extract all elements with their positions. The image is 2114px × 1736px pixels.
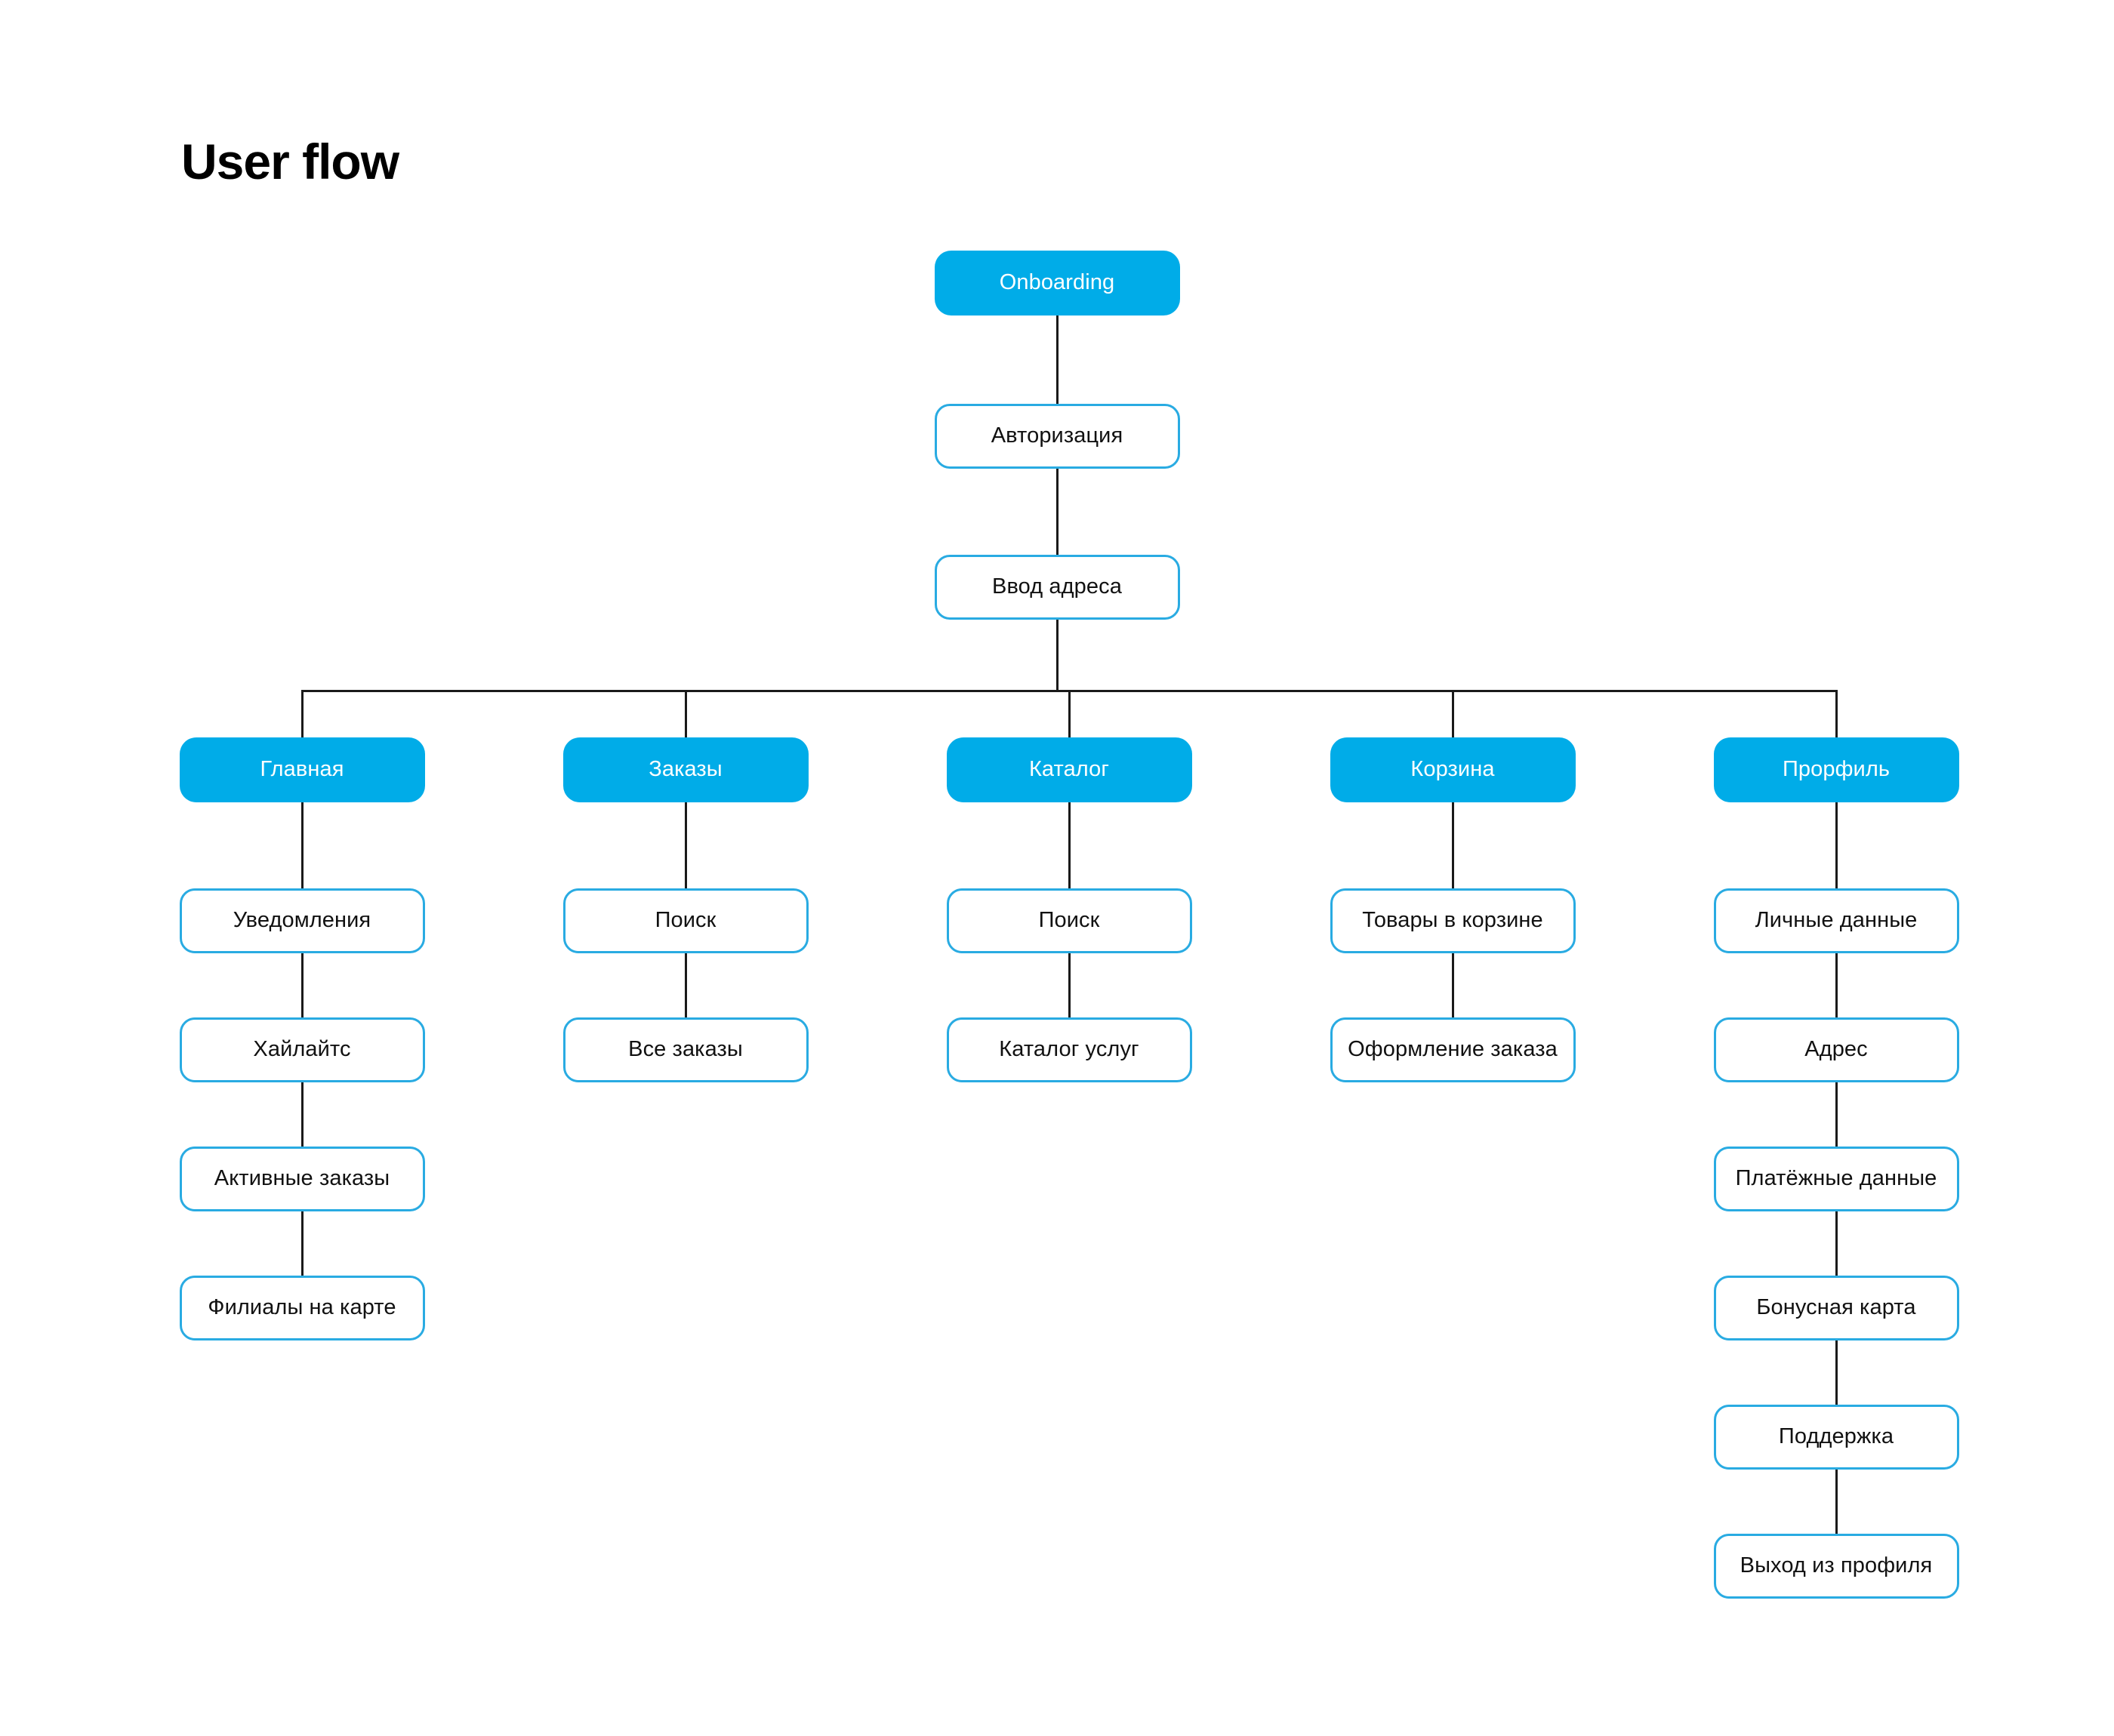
node-profile-item-2[interactable]: Платёжные данные xyxy=(1713,1147,1959,1211)
node-main-item-0-label: Уведомления xyxy=(233,908,371,933)
connector-profile-0 xyxy=(1835,802,1838,888)
connector-bus-to-profile xyxy=(1835,691,1838,737)
node-profile-item-2-label: Платёжные данные xyxy=(1735,1166,1937,1191)
node-profile-item-3[interactable]: Бонусная карта xyxy=(1713,1276,1959,1340)
node-orders-item-0[interactable]: Поиск xyxy=(562,888,809,953)
node-orders-item-1-label: Все заказы xyxy=(628,1037,743,1062)
connector-bus-to-catalog xyxy=(1068,691,1071,737)
node-cart-item-1-label: Оформление заказа xyxy=(1348,1037,1558,1062)
connector-catalog-0 xyxy=(1068,802,1071,888)
connector-profile-5 xyxy=(1835,1470,1838,1534)
node-profile-item-5-label: Выход из профиля xyxy=(1740,1553,1933,1578)
node-profile-item-5[interactable]: Выход из профиля xyxy=(1713,1534,1959,1599)
page-title: User flow xyxy=(181,134,399,189)
node-catalog-item-0[interactable]: Поиск xyxy=(946,888,1192,953)
node-cart[interactable]: Корзина xyxy=(1330,737,1576,802)
node-profile-item-1[interactable]: Адрес xyxy=(1713,1017,1959,1082)
node-main-item-1[interactable]: Хайлайтс xyxy=(179,1017,425,1082)
node-onboarding[interactable]: Onboarding xyxy=(934,251,1180,315)
node-orders-item-1[interactable]: Все заказы xyxy=(562,1017,809,1082)
connector-main-2 xyxy=(300,1082,304,1147)
node-catalog-item-1[interactable]: Каталог услуг xyxy=(946,1017,1192,1082)
node-main-item-0[interactable]: Уведомления xyxy=(179,888,425,953)
connector-main-3 xyxy=(300,1211,304,1276)
node-main-item-2-label: Активные заказы xyxy=(214,1166,390,1191)
connector-orders-0 xyxy=(684,802,687,888)
node-profile-item-0-label: Личные данные xyxy=(1755,908,1918,933)
connector-orders-1 xyxy=(684,953,687,1017)
node-profile-item-0[interactable]: Личные данные xyxy=(1713,888,1959,953)
node-cart-label: Корзина xyxy=(1410,757,1495,782)
node-main-label: Главная xyxy=(260,757,344,782)
node-catalog-item-0-label: Поиск xyxy=(1038,908,1100,933)
connector-main-0 xyxy=(300,802,304,888)
node-catalog-item-1-label: Каталог услуг xyxy=(999,1037,1139,1062)
node-cart-item-0[interactable]: Товары в корзине xyxy=(1330,888,1576,953)
node-address-label: Ввод адреса xyxy=(992,574,1122,599)
node-onboarding-label: Onboarding xyxy=(999,270,1115,295)
connector-profile-4 xyxy=(1835,1340,1838,1405)
connector-catalog-1 xyxy=(1068,953,1071,1017)
node-orders-item-0-label: Поиск xyxy=(655,908,716,933)
connector-root-2 xyxy=(1055,469,1059,555)
node-main-item-2[interactable]: Активные заказы xyxy=(179,1147,425,1211)
connector-profile-3 xyxy=(1835,1211,1838,1276)
node-auth-label: Авторизация xyxy=(991,423,1123,448)
node-main[interactable]: Главная xyxy=(179,737,425,802)
node-main-item-3[interactable]: Филиалы на карте xyxy=(179,1276,425,1340)
node-profile-item-4[interactable]: Поддержка xyxy=(1713,1405,1959,1470)
node-cart-item-0-label: Товары в корзине xyxy=(1362,908,1543,933)
connector-profile-1 xyxy=(1835,953,1838,1017)
node-catalog[interactable]: Каталог xyxy=(946,737,1192,802)
node-profile[interactable]: Прорфиль xyxy=(1713,737,1959,802)
connector-root-to-bus xyxy=(1055,620,1059,691)
node-cart-item-1[interactable]: Оформление заказа xyxy=(1330,1017,1576,1082)
connector-main-1 xyxy=(300,953,304,1017)
node-profile-item-3-label: Бонусная карта xyxy=(1756,1295,1916,1320)
connector-bus-to-orders xyxy=(684,691,687,737)
node-profile-label: Прорфиль xyxy=(1782,757,1891,782)
connector-profile-2 xyxy=(1835,1082,1838,1147)
connector-bus-to-cart xyxy=(1451,691,1454,737)
connector-cart-0 xyxy=(1451,802,1454,888)
node-address[interactable]: Ввод адреса xyxy=(934,555,1180,620)
connector-bus-to-main xyxy=(300,691,304,737)
node-main-item-3-label: Филиалы на карте xyxy=(208,1295,396,1320)
connector-cart-1 xyxy=(1451,953,1454,1017)
node-orders[interactable]: Заказы xyxy=(562,737,809,802)
node-main-item-1-label: Хайлайтс xyxy=(253,1037,351,1062)
node-profile-item-4-label: Поддержка xyxy=(1778,1424,1894,1449)
node-catalog-label: Каталог xyxy=(1028,757,1110,782)
node-profile-item-1-label: Адрес xyxy=(1804,1037,1868,1062)
node-orders-label: Заказы xyxy=(649,757,723,782)
connector-root-1 xyxy=(1055,315,1059,404)
node-auth[interactable]: Авторизация xyxy=(934,404,1180,469)
